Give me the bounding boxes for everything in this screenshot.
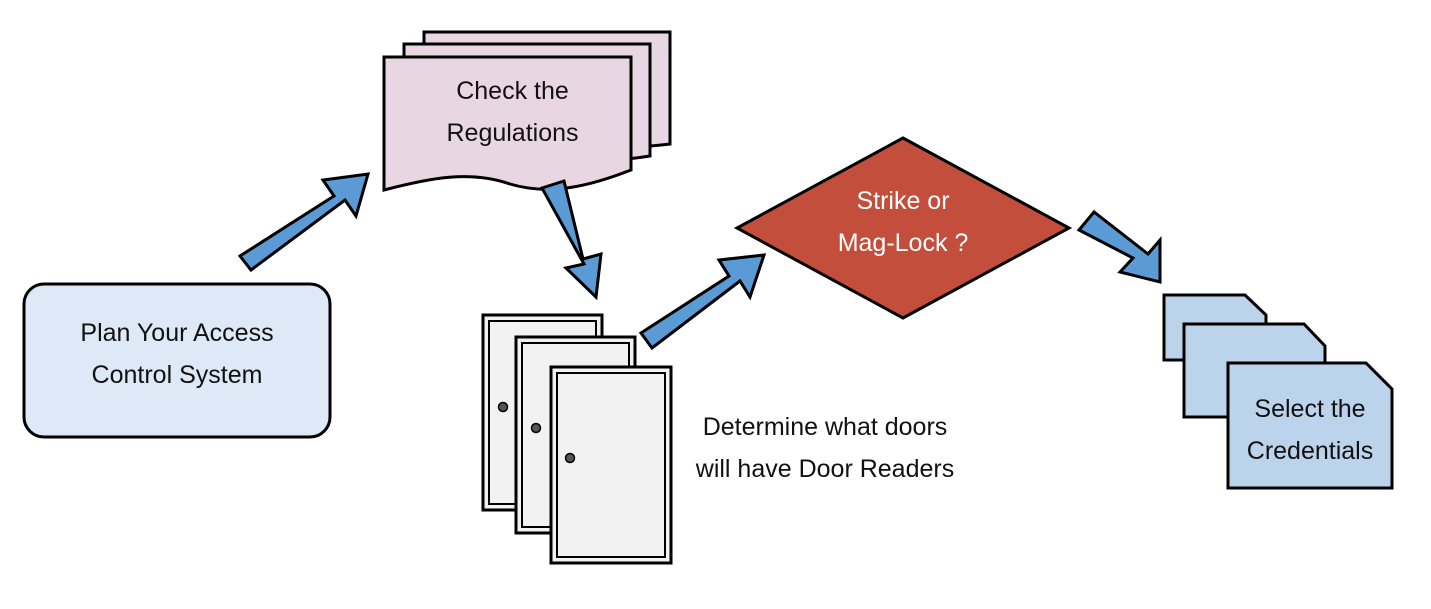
decision-label-line2: Mag-Lock ? xyxy=(837,229,969,257)
arrow-plan-to-regulations xyxy=(237,172,371,273)
regulations-multidocument-icon xyxy=(382,30,672,192)
regulations-label: Check the Regulations xyxy=(384,70,641,154)
decision-label-line1: Strike or xyxy=(856,187,950,215)
decision-diamond-icon xyxy=(733,136,1073,320)
regulations-label-line2: Regulations xyxy=(446,119,579,147)
arrow-regulations-to-doors xyxy=(539,179,603,301)
decision-label: Strike or Mag-Lock ? xyxy=(800,180,1006,264)
doors-label-line2: will have Door Readers xyxy=(695,455,955,483)
plan-box xyxy=(22,282,332,439)
plan-label-line1: Plan Your Access xyxy=(80,319,274,347)
doors-label-line1: Determine what doors xyxy=(702,413,948,441)
doors-stack-icon xyxy=(481,313,673,565)
door-icon xyxy=(549,365,673,565)
arrow-decision-to-credentials xyxy=(1076,209,1162,284)
plan-label: Plan Your Access Control System xyxy=(24,312,330,396)
regulations-label-line1: Check the xyxy=(456,77,569,105)
credentials-label-line1: Select the xyxy=(1254,395,1366,423)
doors-label: Determine what doors will have Door Read… xyxy=(680,406,970,490)
credentials-label: Select the Credentials xyxy=(1228,388,1392,472)
plan-label-line2: Control System xyxy=(91,361,263,389)
arrow-doors-to-decision xyxy=(638,253,767,351)
credentials-label-line2: Credentials xyxy=(1246,437,1374,465)
credentials-card-stack-icon xyxy=(1162,293,1394,490)
